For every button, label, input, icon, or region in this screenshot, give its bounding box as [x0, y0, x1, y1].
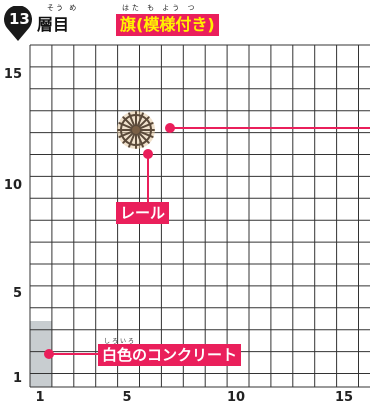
y-axis-label-10: 10 — [4, 178, 22, 193]
x-axis-label-5: 5 — [122, 390, 131, 404]
title-ruby: はた も よう つ — [122, 4, 198, 12]
grid-lines — [29, 44, 370, 388]
rail-pointer — [143, 123, 370, 202]
y-axis-label-15: 15 — [4, 67, 22, 82]
layer-ruby: そう め — [47, 4, 79, 12]
layer-badge — [4, 6, 32, 41]
page-title: 旗(模様付き) — [116, 14, 219, 36]
concrete-callout: 白色のコンクリート — [98, 344, 242, 366]
x-axis-label-10: 10 — [227, 390, 245, 404]
flag-wheel-icon — [117, 111, 155, 149]
y-axis-label-1: 1 — [13, 371, 22, 386]
concrete-callout-ruby: しろいろ — [104, 338, 137, 345]
x-axis-label-15: 15 — [335, 390, 353, 404]
layer-label: 層目 — [37, 15, 70, 34]
layer-number: 13 — [9, 10, 30, 28]
concrete-block-cells — [30, 321, 52, 387]
rail-callout: レール — [116, 202, 170, 224]
x-axis-label-1: 1 — [35, 390, 44, 404]
y-axis-label-5: 5 — [13, 286, 22, 301]
concrete-pointer — [44, 349, 98, 359]
